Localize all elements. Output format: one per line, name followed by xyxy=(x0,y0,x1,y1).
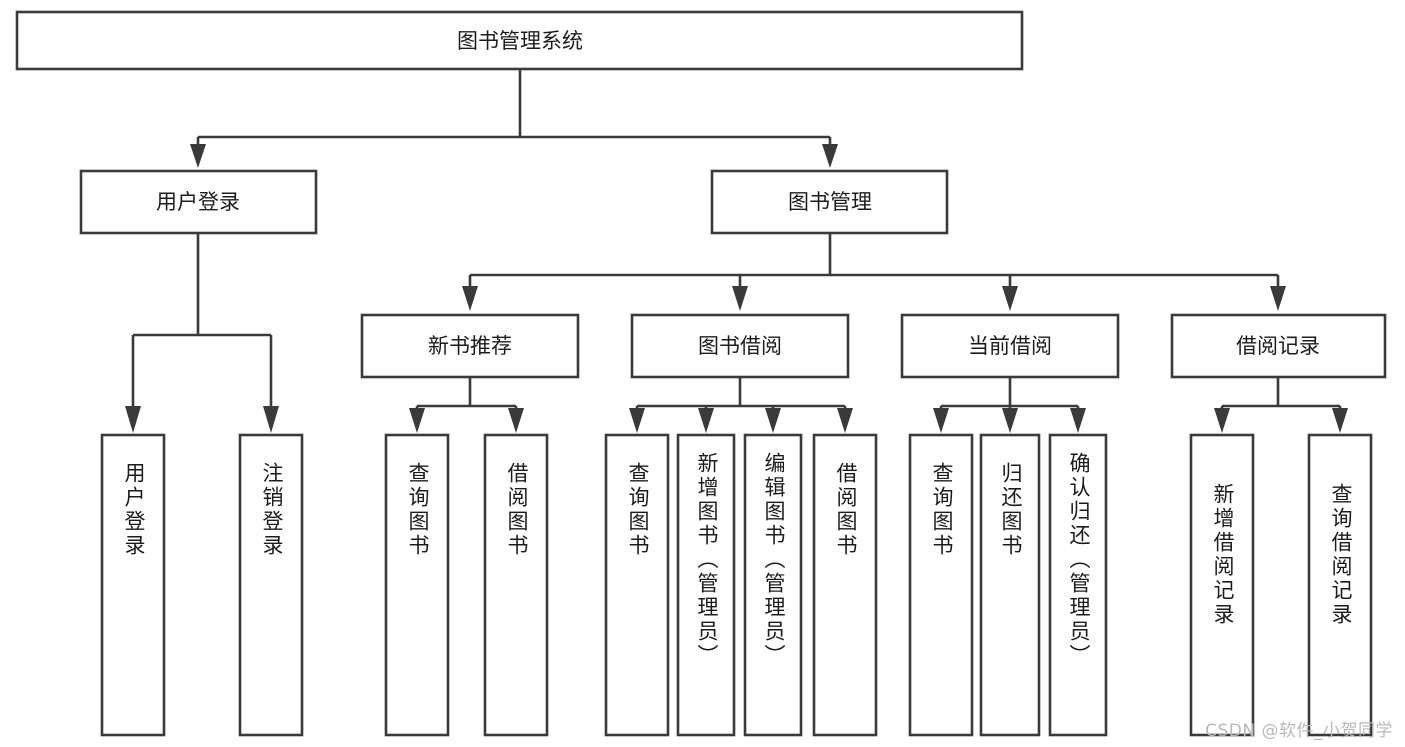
node-new-book-recommend[interactable]: 新书推荐 xyxy=(360,313,580,379)
arrow-head-book-manage xyxy=(822,144,838,168)
leaf-box-cb-confirm-return[interactable] xyxy=(1048,433,1108,737)
node-user-login-label: 用户登录 xyxy=(156,190,240,214)
leaf-node-bb-edit-book[interactable]: 编辑图书（管理员） xyxy=(743,433,803,737)
leaf-node-nbr-query-book[interactable]: 查询图书 xyxy=(384,433,450,737)
leaf-node-user-login-logout[interactable]: 注销登录 xyxy=(238,433,304,737)
arrow-head-leaf-bb-add xyxy=(698,408,714,433)
leaf-node-bb-borrow-book[interactable]: 借阅图书 xyxy=(812,433,878,737)
node-user-login[interactable]: 用户登录 xyxy=(79,169,318,235)
leaf-label-cb-confirm-return: 确认归还（管理员） xyxy=(1067,452,1091,668)
leaf-box-bb-add-book[interactable] xyxy=(676,433,736,737)
leaf-node-nbr-borrow-book[interactable]: 借阅图书 xyxy=(483,433,549,737)
leaf-label-bb-add-book: 新增图书（管理员） xyxy=(695,452,719,668)
leaf-label-bb-borrow-book: 借阅图书 xyxy=(834,462,858,558)
leaf-label-user-login-login: 用户登录 xyxy=(122,462,146,558)
arrow-head-leaf-bb-edit xyxy=(765,408,781,433)
node-current-borrow-box[interactable] xyxy=(900,313,1120,379)
connector-group-root xyxy=(190,69,838,168)
leaf-label-bb-query-book: 查询图书 xyxy=(626,462,650,558)
leaf-node-br-query-record[interactable]: 查询借阅记录 xyxy=(1307,433,1373,737)
connector-group-new-book-recommend xyxy=(409,377,524,433)
arrow-head-leaf-user-login xyxy=(125,406,141,433)
arrow-head-leaf-br-add xyxy=(1214,408,1230,433)
node-new-book-recommend-label: 新书推荐 xyxy=(428,334,512,358)
leaf-node-user-login-login[interactable]: 用户登录 xyxy=(100,433,166,737)
leaf-label-nbr-query-book: 查询图书 xyxy=(406,462,430,558)
leaf-label-user-login-logout: 注销登录 xyxy=(260,462,284,558)
node-borrow-records-label: 借阅记录 xyxy=(1236,334,1320,358)
arrow-head-leaf-cb-confirm xyxy=(1070,408,1086,433)
connector-group-current-borrow xyxy=(933,377,1086,433)
leaf-node-bb-query-book[interactable]: 查询图书 xyxy=(604,433,670,737)
node-root-label: 图书管理系统 xyxy=(457,29,583,53)
arrow-head-user-login xyxy=(190,144,206,168)
leaf-box-cb-return-book[interactable] xyxy=(979,433,1041,737)
node-root[interactable]: 图书管理系统 xyxy=(15,10,1024,71)
leaf-node-cb-query-book[interactable]: 查询图书 xyxy=(908,433,974,737)
node-book-borrow-box[interactable] xyxy=(630,313,850,379)
leaf-label-cb-return-book: 归还图书 xyxy=(999,462,1023,558)
arrow-head-leaf-bb-borrow xyxy=(837,408,853,433)
leaf-box-bb-edit-book[interactable] xyxy=(743,433,803,737)
leaf-box-user-login-login[interactable] xyxy=(100,433,166,737)
arrow-head-leaf-nbr-borrow xyxy=(508,408,524,433)
node-current-borrow[interactable]: 当前借阅 xyxy=(900,313,1120,379)
node-new-book-recommend-box[interactable] xyxy=(360,313,580,379)
arrow-head-leaf-nbr-query xyxy=(409,408,425,433)
node-book-borrow-label: 图书借阅 xyxy=(698,334,782,358)
node-borrow-records-box[interactable] xyxy=(1170,313,1387,379)
arrow-head-book-borrow xyxy=(732,286,748,311)
leaf-node-cb-confirm-return[interactable]: 确认归还（管理员） xyxy=(1048,433,1108,737)
arrow-head-current-borrow xyxy=(1002,286,1018,311)
node-root-box[interactable] xyxy=(15,10,1024,71)
leaf-node-cb-return-book[interactable]: 归还图书 xyxy=(979,433,1041,737)
arrow-head-borrow-records xyxy=(1270,286,1286,311)
leaf-node-bb-add-book[interactable]: 新增图书（管理员） xyxy=(676,433,736,737)
connector-group-book-manage xyxy=(462,233,1286,311)
leaf-box-bb-query-book[interactable] xyxy=(604,433,670,737)
leaf-box-cb-query-book[interactable] xyxy=(908,433,974,737)
leaf-box-bb-borrow-book[interactable] xyxy=(812,433,878,737)
arrow-head-leaf-logout xyxy=(263,406,279,433)
connector-group-user-login xyxy=(125,233,279,433)
node-user-login-box[interactable] xyxy=(79,169,318,235)
node-book-manage-label: 图书管理 xyxy=(788,190,872,214)
leaf-label-bb-edit-book: 编辑图书（管理员） xyxy=(762,452,786,668)
arrow-head-leaf-br-query xyxy=(1332,408,1348,433)
leaf-label-br-add-record: 新增借阅记录 xyxy=(1211,483,1235,627)
leaf-box-br-add-record[interactable] xyxy=(1189,433,1255,737)
connector-group-book-borrow xyxy=(629,377,853,433)
arrow-head-leaf-cb-return xyxy=(1002,408,1018,433)
arrow-head-leaf-bb-query xyxy=(629,408,645,433)
connector-group-borrow-records xyxy=(1214,377,1348,433)
arrow-head-leaf-cb-query xyxy=(933,408,949,433)
leaf-label-nbr-borrow-book: 借阅图书 xyxy=(505,462,529,558)
node-borrow-records[interactable]: 借阅记录 xyxy=(1170,313,1387,379)
leaf-node-br-add-record[interactable]: 新增借阅记录 xyxy=(1189,433,1255,737)
node-book-manage[interactable]: 图书管理 xyxy=(710,169,949,235)
node-book-borrow[interactable]: 图书借阅 xyxy=(630,313,850,379)
arrow-head-new-book-recommend xyxy=(462,286,478,311)
leaf-label-br-query-record: 查询借阅记录 xyxy=(1329,483,1353,627)
leaf-box-nbr-borrow-book[interactable] xyxy=(483,433,549,737)
leaf-box-user-login-logout[interactable] xyxy=(238,433,304,737)
leaf-box-br-query-record[interactable] xyxy=(1307,433,1373,737)
leaf-label-cb-query-book: 查询图书 xyxy=(930,462,954,558)
node-current-borrow-label: 当前借阅 xyxy=(968,334,1052,358)
node-book-manage-box[interactable] xyxy=(710,169,949,235)
leaf-box-nbr-query-book[interactable] xyxy=(384,433,450,737)
